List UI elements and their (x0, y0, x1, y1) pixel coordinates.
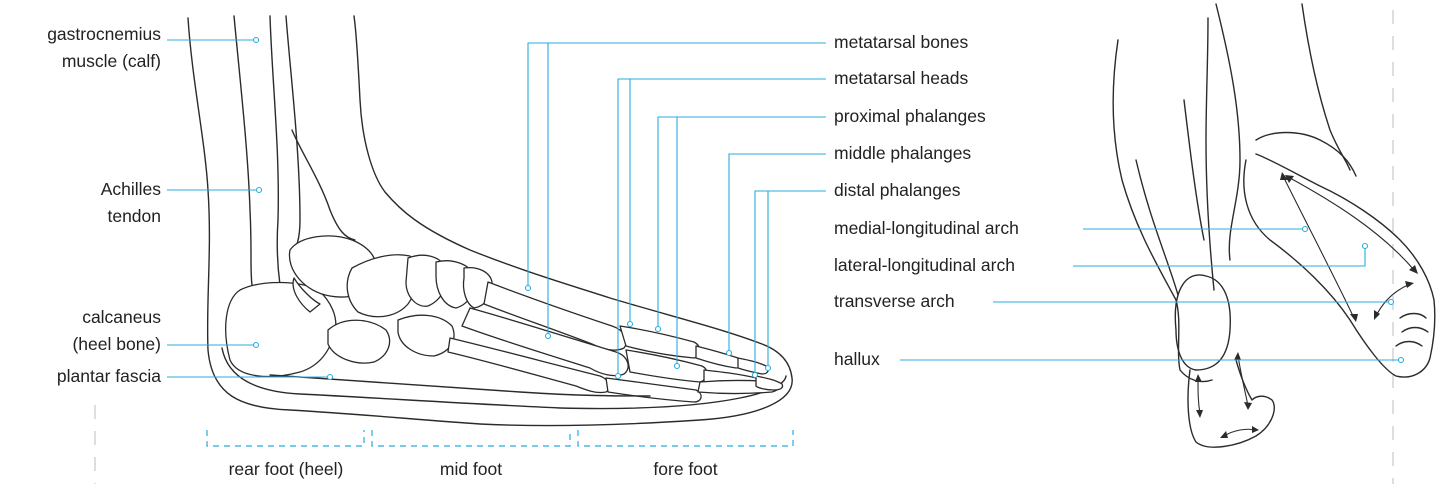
label-transverse-arch: transverse arch (834, 290, 955, 312)
label-gastrocnemius-line2: muscle (calf) (47, 50, 161, 72)
label-mid-foot: mid foot (372, 458, 570, 480)
label-calcaneus: calcaneus (heel bone) (72, 306, 161, 355)
label-calcaneus-line1: calcaneus (72, 306, 161, 328)
label-metatarsal-heads: metatarsal heads (834, 67, 968, 89)
label-rear-foot: rear foot (heel) (200, 458, 372, 480)
label-plantar-fascia: plantar fascia (57, 365, 161, 387)
label-fore-foot: fore foot (578, 458, 793, 480)
label-metatarsal-bones: metatarsal bones (834, 31, 968, 53)
label-achilles: Achilles tendon (101, 178, 161, 227)
label-medial-arch: medial-longitudinal arch (834, 217, 1019, 239)
region-brackets (207, 430, 793, 446)
label-calcaneus-line2: (heel bone) (72, 333, 161, 355)
label-lateral-arch: lateral-longitudinal arch (834, 254, 1015, 276)
label-proximal-phalanges: proximal phalanges (834, 105, 986, 127)
label-gastrocnemius: gastrocnemius muscle (calf) (47, 23, 161, 72)
label-hallux: hallux (834, 348, 880, 370)
label-achilles-line2: tendon (101, 205, 161, 227)
label-gastrocnemius-line1: gastrocnemius (47, 23, 161, 45)
front-leaders (900, 227, 1404, 363)
label-distal-phalanges: distal phalanges (834, 179, 960, 201)
label-middle-phalanges: middle phalanges (834, 142, 971, 164)
label-achilles-line1: Achilles (101, 178, 161, 200)
front-foot-outline (1113, 4, 1435, 447)
